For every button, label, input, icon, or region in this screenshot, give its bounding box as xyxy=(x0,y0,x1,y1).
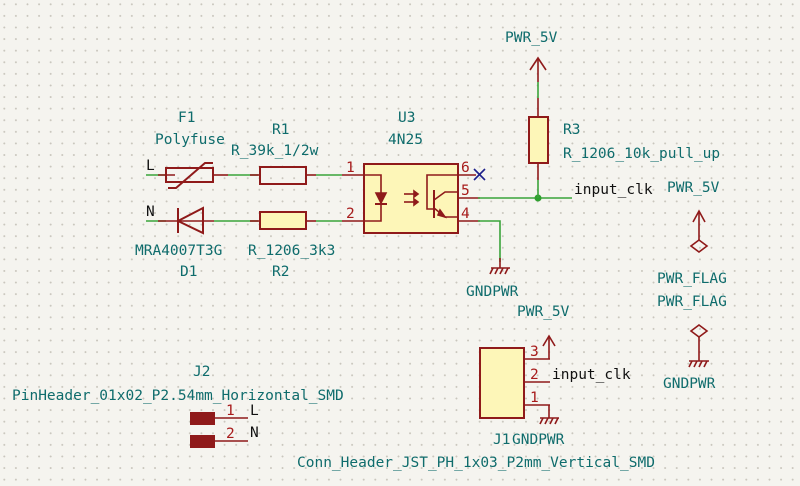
resistor-body xyxy=(528,116,549,164)
pwr5v-label: PWR_5V xyxy=(517,304,570,320)
pin-number-4: 4 xyxy=(461,206,470,222)
pin-number-2: 2 xyxy=(226,426,235,442)
component-J2[interactable]: J2 PinHeader_01x02_P2.54mm_Horizontal_SM… xyxy=(12,364,344,448)
pwr5v-label: PWR_5V xyxy=(505,30,558,46)
net-label-L[interactable]: L xyxy=(250,403,259,419)
gndpwr-icon xyxy=(489,267,509,275)
led-icon xyxy=(374,192,388,205)
U3-reference: U3 xyxy=(398,110,415,126)
pin-number-5: 5 xyxy=(461,183,470,199)
connector-body xyxy=(479,347,525,419)
power-pwr5v-j1[interactable]: PWR_5V xyxy=(517,304,570,359)
power-gndpwr-flag[interactable]: GNDPWR xyxy=(663,360,716,392)
gndpwr-icon xyxy=(539,417,559,425)
power-pwr5v-flag[interactable]: PWR_5V xyxy=(667,180,720,240)
diode-triangle xyxy=(175,206,204,235)
F1-value: Polyfuse xyxy=(155,132,225,148)
pin-number-3: 3 xyxy=(530,344,539,360)
J2-reference: J2 xyxy=(193,364,210,380)
pwr-flag-diamond-icon xyxy=(689,239,709,253)
R3-value: R_1206_10k_pull_up xyxy=(563,146,720,162)
pwr-flag-label: PWR_FLAG xyxy=(657,271,727,287)
D1-value: MRA4007T3G xyxy=(135,243,222,259)
U3-value: 4N25 xyxy=(388,132,423,148)
pin-number-1: 1 xyxy=(346,160,355,176)
J1-value: Conn_Header_JST_PH_1x03_P2mm_Vertical_SM… xyxy=(297,455,655,471)
component-J1[interactable]: 3 2 1 J1 Conn_Header_JST_PH_1x03_P2mm_Ve… xyxy=(297,344,655,471)
D1-reference: D1 xyxy=(180,264,197,280)
resistor-body xyxy=(259,166,307,185)
F1-reference: F1 xyxy=(178,110,195,126)
net-label-L[interactable]: L xyxy=(146,158,166,176)
R2-reference: R2 xyxy=(272,264,289,280)
R2-value: R_1206_3k3 xyxy=(248,243,335,259)
gndpwr-label: GNDPWR xyxy=(512,432,565,448)
pwr-flag-1[interactable]: PWR_FLAG xyxy=(657,239,727,287)
resistor-body xyxy=(259,211,307,230)
no-connect-marker[interactable] xyxy=(473,168,486,181)
R1-value: R_39k_1/2w xyxy=(231,143,319,159)
net-label-text: N xyxy=(146,204,155,220)
phototransistor-icon xyxy=(426,174,458,219)
component-F1[interactable]: F1 Polyfuse xyxy=(155,110,228,189)
component-U3[interactable]: U3 4N25 1 2 6 5 4 xyxy=(342,110,480,234)
net-label-input-clk[interactable]: input_clk xyxy=(574,182,653,198)
pad-2 xyxy=(190,435,215,448)
polyfuse-slash xyxy=(168,162,213,189)
net-label-N[interactable]: N xyxy=(146,204,166,222)
pwr-flag-2[interactable]: PWR_FLAG xyxy=(657,294,727,361)
component-D1[interactable]: MRA4007T3G D1 xyxy=(135,206,222,280)
pin-number-2: 2 xyxy=(530,367,539,383)
J1-reference: J1 xyxy=(493,432,510,448)
J2-value: PinHeader_01x02_P2.54mm_Horizontal_SMD xyxy=(12,388,344,404)
pin-number-2: 2 xyxy=(346,206,355,222)
R3-reference: R3 xyxy=(563,122,580,138)
net-label-input-clk[interactable]: input_clk xyxy=(552,367,631,383)
component-R2[interactable]: R_1206_3k3 R2 xyxy=(248,211,335,280)
pin-number-1: 1 xyxy=(530,390,539,406)
wire-gnd[interactable] xyxy=(478,220,501,262)
pad-1 xyxy=(190,412,215,425)
pwr-flag-label: PWR_FLAG xyxy=(657,294,727,310)
power-pwr5v-r3[interactable]: PWR_5V xyxy=(505,30,558,82)
power-gndpwr-j1[interactable]: GNDPWR xyxy=(512,405,565,448)
pin-number-6: 6 xyxy=(461,160,470,176)
gndpwr-label: GNDPWR xyxy=(466,284,519,300)
R1-reference: R1 xyxy=(272,122,289,138)
component-R3[interactable]: R3 R_1206_10k_pull_up xyxy=(528,98,720,180)
light-arrows-icon xyxy=(404,189,420,207)
gndpwr-icon xyxy=(688,360,708,368)
net-label-N[interactable]: N xyxy=(250,425,259,441)
pwr-flag-diamond-icon xyxy=(689,324,709,338)
power-gndpwr-u3[interactable]: GNDPWR xyxy=(466,258,519,300)
net-label-text: L xyxy=(146,158,155,174)
pin-number-1: 1 xyxy=(226,403,235,419)
component-R1[interactable]: R1 R_39k_1/2w xyxy=(231,122,319,185)
pwr5v-label: PWR_5V xyxy=(667,180,720,196)
gndpwr-label: GNDPWR xyxy=(663,376,716,392)
